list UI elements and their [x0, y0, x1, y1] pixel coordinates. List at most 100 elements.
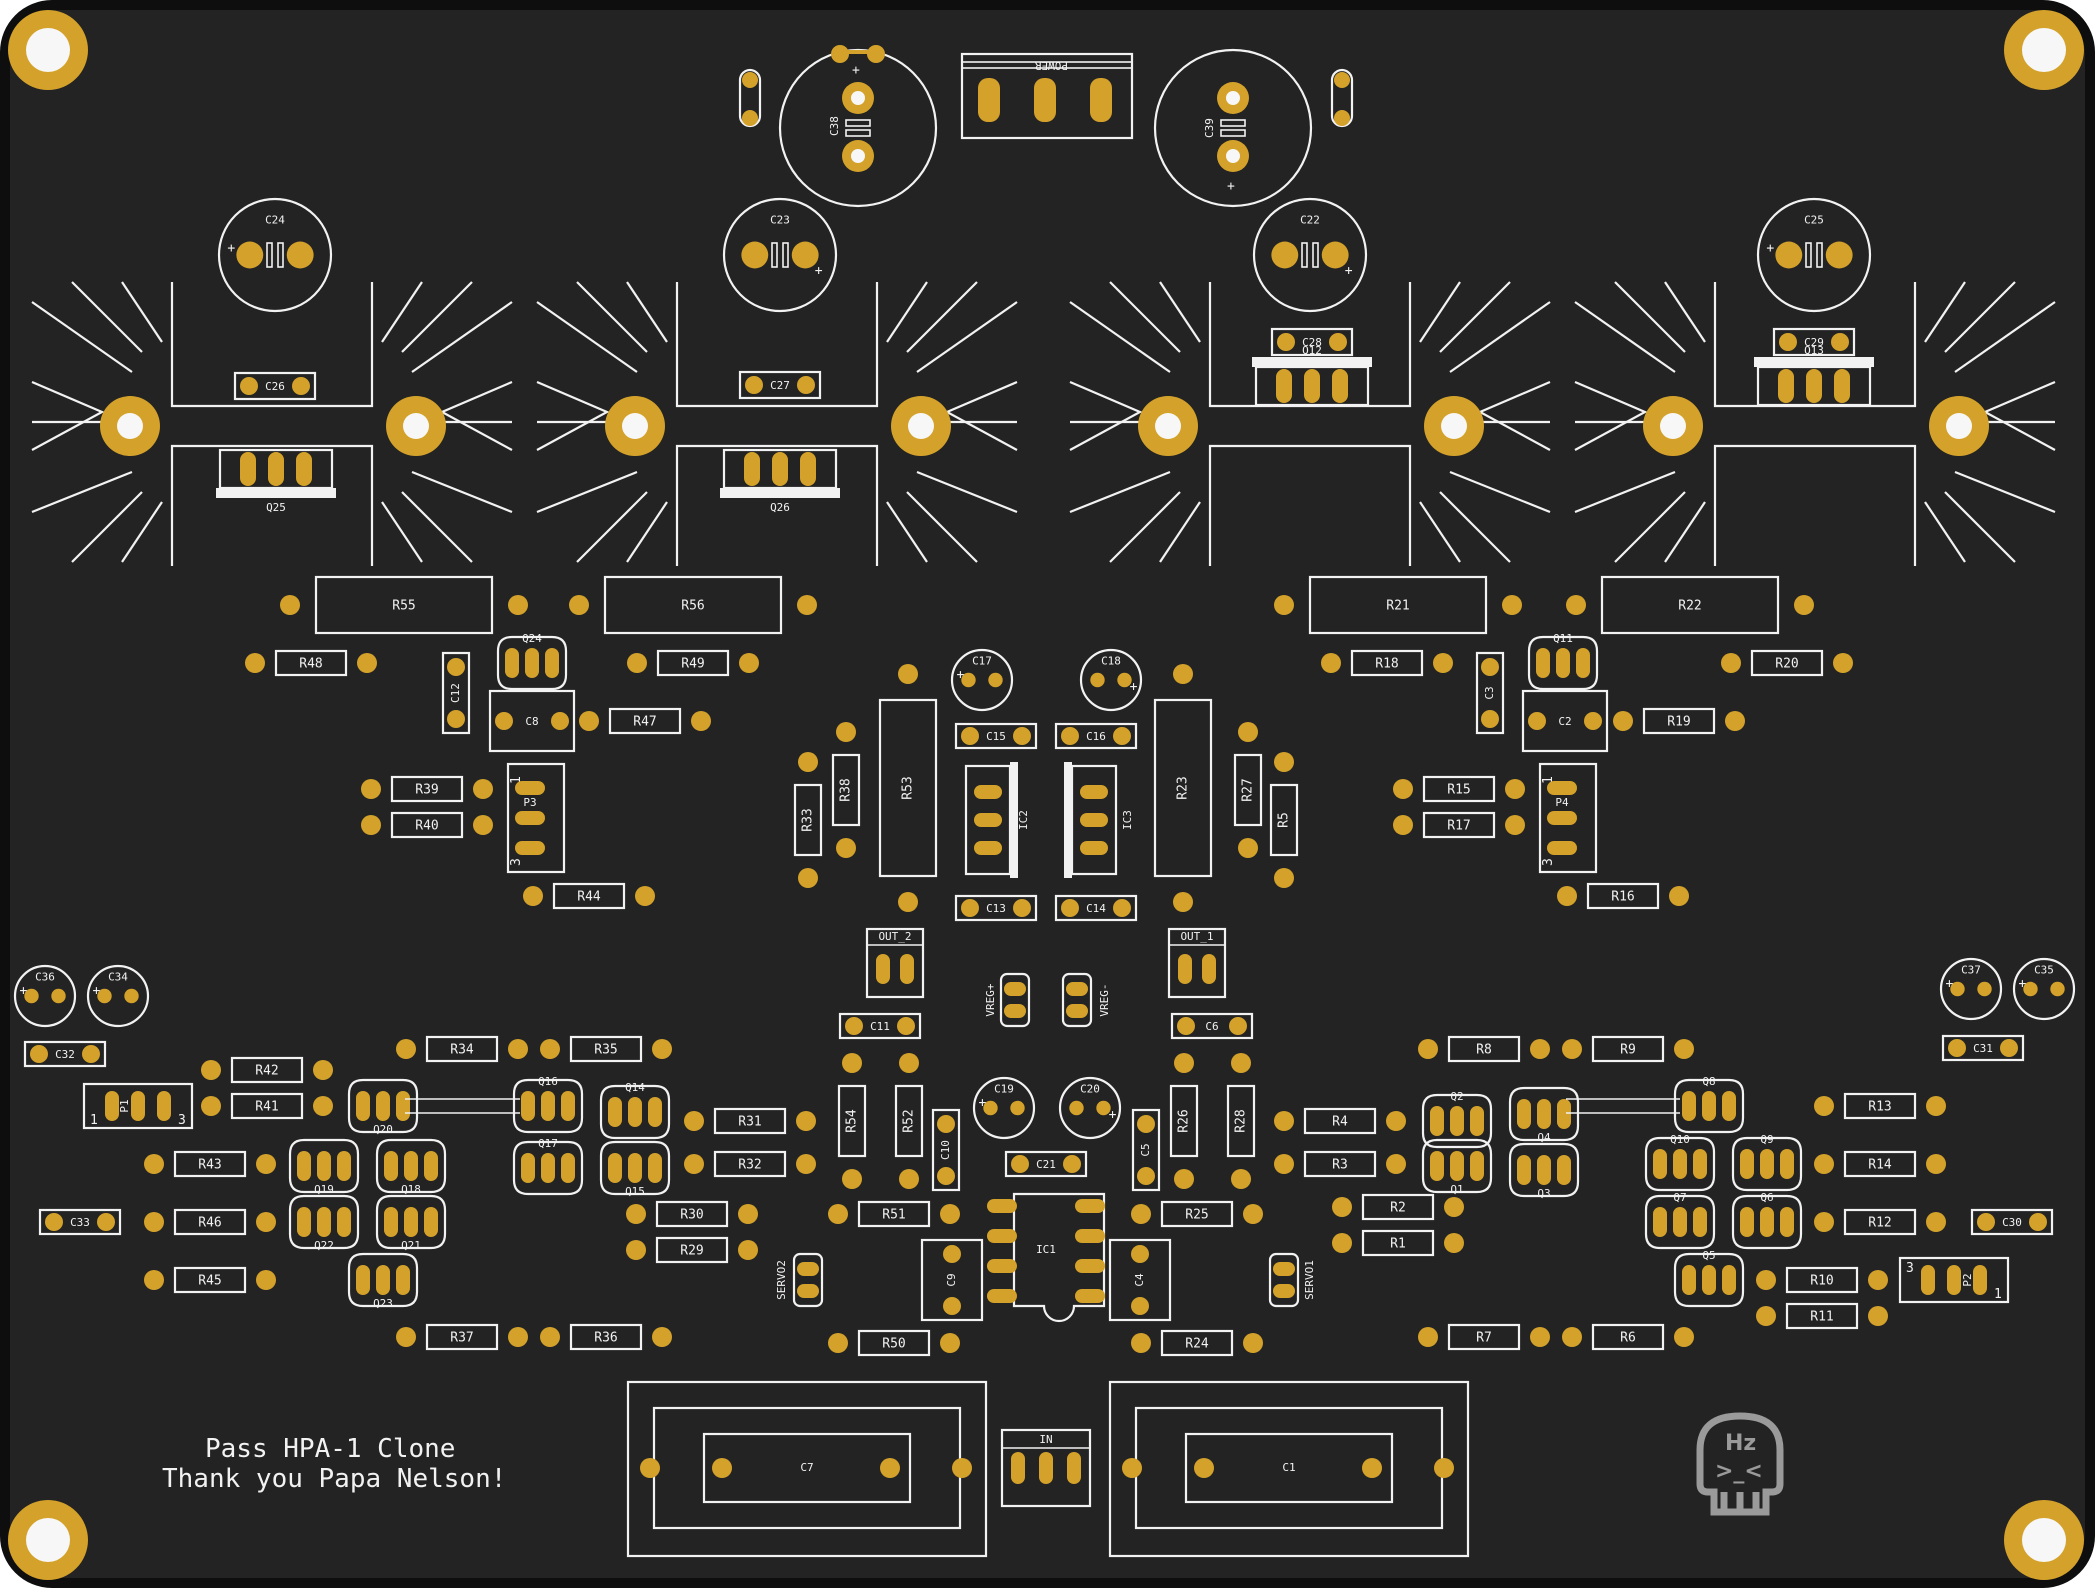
label-c26: C26: [265, 380, 285, 393]
label-q13: Q13: [1804, 344, 1824, 357]
label-r23: R23: [1176, 776, 1191, 799]
resistor-r44: R44: [523, 882, 655, 910]
capacitor-c3: C3: [1475, 651, 1505, 735]
capacitor-c20: C20+: [1058, 1076, 1122, 1140]
label-q6: Q6: [1760, 1191, 1773, 1204]
label-q1: Q1: [1450, 1183, 1463, 1196]
mounting-holes: [8, 10, 2084, 1580]
resistor-r35: R35: [540, 1035, 672, 1063]
capacitor-c16: C16: [1054, 722, 1138, 750]
resistor-r30: R30: [626, 1200, 758, 1228]
label-r56: R56: [681, 599, 704, 614]
label-q17: Q17: [538, 1137, 558, 1150]
capacitor-c29: C29: [1772, 327, 1856, 357]
resistor-r23: R23: [1153, 664, 1213, 912]
transistor-q12: Q12: [1252, 344, 1372, 407]
pin-3-mark: 3: [1541, 858, 1556, 866]
resistor-r54: R54: [837, 1053, 867, 1189]
label-q15: Q15: [625, 1185, 645, 1198]
resistor-r19: R19: [1613, 707, 1745, 735]
capacitor-c23: C23+: [722, 197, 838, 313]
label-c3: C3: [1483, 686, 1496, 699]
label-c16: C16: [1086, 730, 1106, 743]
label-r20: R20: [1775, 657, 1798, 672]
label-r42: R42: [255, 1064, 278, 1079]
capacitor-c5: C5: [1131, 1108, 1161, 1192]
label-c19: C19: [994, 1082, 1014, 1095]
transistor-q7: Q7: [1644, 1191, 1716, 1250]
capacitor-c2: C2: [1521, 689, 1609, 753]
label-r47: R47: [633, 715, 656, 730]
label-r53: R53: [901, 776, 916, 799]
header-vreg: VREG-: [1061, 972, 1111, 1028]
capacitor-c7: C7: [626, 1380, 988, 1558]
label-r1: R1: [1390, 1237, 1406, 1252]
capacitor-c8: C8: [488, 689, 576, 753]
label-c32: C32: [55, 1048, 75, 1061]
capacitor-c30: C30: [1970, 1208, 2054, 1236]
label-c23: C23: [770, 213, 790, 226]
label-r21: R21: [1386, 599, 1409, 614]
label-c13: C13: [986, 902, 1006, 915]
transistor-q23: Q23: [347, 1252, 419, 1310]
resistor-r38: R38: [831, 722, 861, 858]
label-r30: R30: [680, 1208, 703, 1223]
transistor-q15: Q15: [599, 1140, 671, 1198]
label-r32: R32: [738, 1158, 761, 1173]
label-q4: Q4: [1537, 1131, 1551, 1144]
label-r44: R44: [577, 890, 601, 905]
resistor-r28: R28: [1226, 1053, 1256, 1189]
capacitor-c26: C26: [233, 371, 317, 401]
capacitor-c28: C28: [1270, 327, 1354, 357]
transistor-q14: Q14: [599, 1081, 671, 1140]
label-q3: Q3: [1537, 1187, 1550, 1200]
label-r51: R51: [882, 1208, 905, 1223]
resistor-r25: R25: [1131, 1200, 1263, 1228]
resistor-r24: R24: [1131, 1329, 1263, 1357]
capacitor-c22: C22+: [1252, 197, 1368, 313]
label-c28: C28: [1302, 336, 1322, 349]
resistor-r52: R52: [894, 1053, 924, 1189]
header-out2: OUT_2: [865, 927, 925, 999]
label-q8: Q8: [1702, 1075, 1715, 1088]
resistor-r8: R8: [1418, 1035, 1550, 1063]
resistor-r34: R34: [396, 1035, 528, 1063]
label-q5: Q5: [1702, 1249, 1715, 1262]
resistor-r9: R9: [1562, 1035, 1694, 1063]
transistor-q16: Q16: [512, 1075, 584, 1134]
pin-3-mark: 3: [1906, 1261, 1914, 1276]
label-servo2: SERVO2: [775, 1260, 788, 1300]
resistor-r43: R43: [144, 1150, 276, 1178]
label-c34: C34: [108, 970, 128, 983]
label-r18: R18: [1375, 657, 1398, 672]
label-c25: C25: [1804, 213, 1824, 226]
label-c12: C12: [449, 683, 462, 703]
label-r52: R52: [902, 1109, 917, 1132]
capacitor-c12: C12: [441, 651, 471, 735]
label-q23: Q23: [373, 1297, 393, 1310]
transistor-q9: Q9: [1731, 1133, 1803, 1192]
label-r41: R41: [255, 1100, 278, 1115]
label-r34: R34: [450, 1043, 474, 1058]
label-q24: Q24: [522, 632, 542, 645]
label-r11: R11: [1810, 1310, 1833, 1325]
label-r33: R33: [801, 808, 816, 831]
transistor-q26: Q26: [720, 448, 840, 514]
label-c31: C31: [1973, 1042, 1993, 1055]
label-c22: C22: [1300, 213, 1320, 226]
label-c37: C37: [1961, 963, 1981, 976]
resistor-r37: R37: [396, 1323, 528, 1351]
polarity-mark: +: [957, 668, 965, 683]
label-r40: R40: [415, 819, 438, 834]
pin-1-mark: 1: [1541, 776, 1556, 784]
capacitor-c21: C21: [1004, 1150, 1088, 1178]
capacitor-c37: C37+: [1939, 957, 2003, 1021]
label-p1: P1: [118, 1099, 131, 1112]
resistor-r12: R12: [1814, 1208, 1946, 1236]
capacitor-c6: C6: [1170, 1012, 1254, 1040]
label-q16: Q16: [538, 1075, 558, 1088]
capacitor-c4: C4: [1108, 1238, 1172, 1322]
resistor-r50: R50: [828, 1329, 960, 1357]
label-r10: R10: [1810, 1274, 1833, 1289]
polarity-mark: +: [93, 984, 101, 999]
